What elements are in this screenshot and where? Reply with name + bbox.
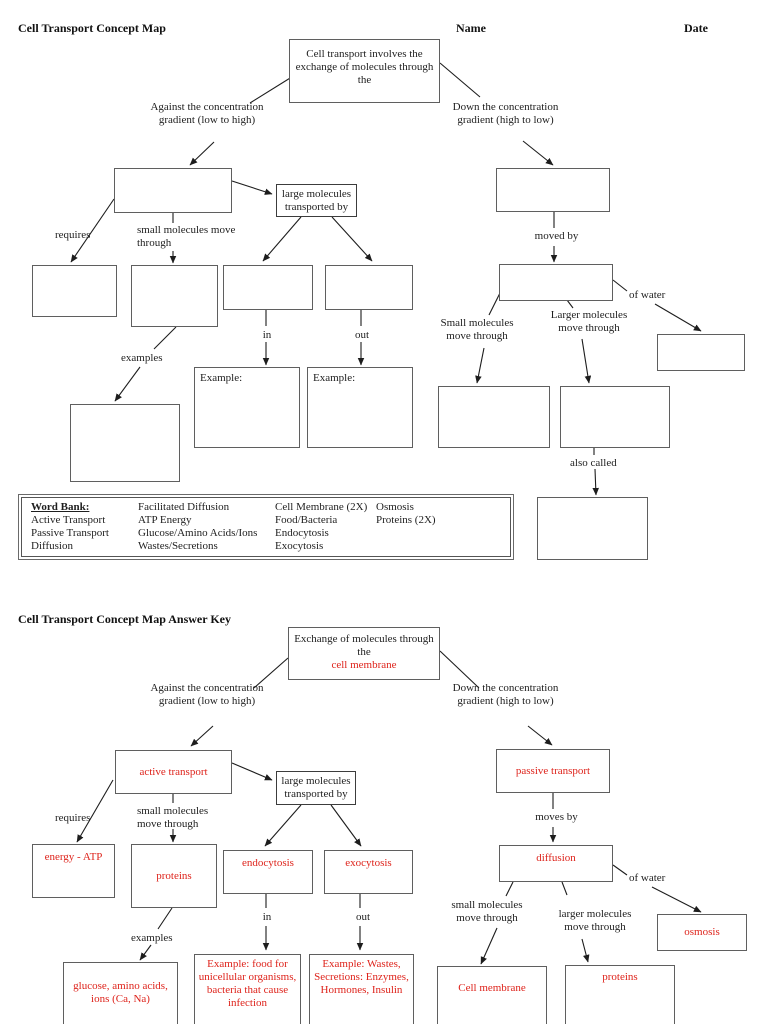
answer-key-title: Cell Transport Concept Map Answer Key <box>18 612 231 626</box>
map2-moves-by-label: moves by <box>535 811 578 823</box>
map1-large-molecules-label-box: large molecules transported by <box>276 184 357 217</box>
map1-blank-proteins-right <box>560 386 670 448</box>
map2-small-molecules-label: small molecules move through <box>137 805 209 830</box>
word-bank-item: Active Transport <box>31 514 106 526</box>
map2-exocytosis-box: exocytosis <box>324 850 413 894</box>
map1-small-molecules-right-label: Small molecules move through <box>440 317 514 342</box>
map2-glucose-box: glucose, amino acids, ions (Ca, Na) <box>63 962 178 1024</box>
map2-example-in-box: Example: food for unicellular organisms,… <box>194 954 301 1024</box>
word-bank: Word Bank: Active Transport Passive Tran… <box>18 494 514 560</box>
map1-blank-proteins <box>131 265 218 327</box>
word-bank-item: Diffusion <box>31 540 73 552</box>
map1-moved-by-label: moved by <box>534 230 579 242</box>
map2-large-molecules-label-box: large molecules transported by <box>276 771 356 805</box>
map2-osmosis-box: osmosis <box>657 914 747 951</box>
map2-examples-label: examples <box>131 932 173 944</box>
map1-blank-also-called <box>537 497 648 560</box>
word-bank-col4: Osmosis Proteins (2X) <box>376 501 436 556</box>
map1-down-label: Down the concentration gradient (high to… <box>452 101 559 126</box>
map1-example-in-box: Example: <box>194 367 300 448</box>
word-bank-item: Exocytosis <box>275 540 324 552</box>
map1-also-called-label: also called <box>570 457 617 469</box>
map2-diffusion-box: diffusion <box>499 845 613 882</box>
map1-in-label: in <box>262 329 272 341</box>
map1-larger-molecules-right-label: Larger molecules move through <box>550 309 628 334</box>
map2-example-out-box: Example: Wastes, Secretions: Enzymes, Ho… <box>309 954 414 1024</box>
map1-examples-label: examples <box>121 352 163 364</box>
map1-blank-cell-membrane <box>438 386 550 448</box>
map1-blank-exocytosis <box>325 265 413 310</box>
word-bank-item: Passive Transport <box>31 527 109 539</box>
word-bank-item: Cell Membrane (2X) <box>275 501 368 513</box>
map2-out-label: out <box>355 911 371 923</box>
map1-blank-osmosis <box>657 334 745 371</box>
map1-of-water-label: of water <box>629 289 666 301</box>
map1-against-label: Against the concentration gradient (low … <box>150 101 264 126</box>
word-bank-item: Food/Bacteria <box>275 514 338 526</box>
map1-requires-label: requires <box>55 229 91 241</box>
map2-energy-atp-box: energy - ATP <box>32 844 115 898</box>
word-bank-inner: Word Bank: Active Transport Passive Tran… <box>21 497 511 557</box>
word-bank-heading: Word Bank: <box>31 501 90 513</box>
map2-small-molecules-right-label: small molecules move through <box>451 899 523 924</box>
word-bank-item: Glucose/Amino Acids/Ions <box>138 527 258 539</box>
page-title: Cell Transport Concept Map <box>18 21 166 35</box>
word-bank-item: Facilitated Diffusion <box>138 501 230 513</box>
date-label: Date <box>684 21 708 35</box>
map1-blank-energy <box>32 265 117 317</box>
word-bank-col2: Facilitated Diffusion ATP Energy Glucose… <box>138 501 275 556</box>
map1-blank-examples <box>70 404 180 482</box>
map2-requires-label: requires <box>55 812 91 824</box>
map2-proteins-right-box: proteins <box>565 965 675 1024</box>
word-bank-col1: Word Bank: Active Transport Passive Tran… <box>31 501 138 556</box>
map1-example-out-box: Example: <box>307 367 413 448</box>
word-bank-item: Proteins (2X) <box>376 514 436 526</box>
map2-larger-molecules-right-label: larger molecules move through <box>558 908 632 933</box>
map2-of-water-label: of water <box>629 872 666 884</box>
word-bank-item: Wastes/Secretions <box>138 540 218 552</box>
map1-root-box: Cell transport involves the exchange of … <box>289 39 440 103</box>
map2-active-transport-box: active transport <box>115 750 232 794</box>
word-bank-item: Osmosis <box>376 501 414 513</box>
word-bank-item: Endocytosis <box>275 527 329 539</box>
word-bank-col3: Cell Membrane (2X) Food/Bacteria Endocyt… <box>275 501 376 556</box>
map1-small-molecules-label: small molecules move through <box>137 224 236 249</box>
map2-passive-transport-box: passive transport <box>496 749 610 793</box>
map2-root-red-text: cell membrane <box>331 659 397 671</box>
name-label: Name <box>456 21 486 35</box>
map1-blank-passive-transport <box>496 168 610 212</box>
map2-root-black-text: Exchange of molecules through the <box>294 633 434 658</box>
map1-blank-diffusion <box>499 264 613 301</box>
map2-endocytosis-box: endocytosis <box>223 850 313 894</box>
map2-proteins-box: proteins <box>131 844 217 908</box>
map1-out-label: out <box>354 329 370 341</box>
map2-cell-membrane-box: Cell membrane <box>437 966 547 1024</box>
map2-down-label: Down the concentration gradient (high to… <box>452 682 559 707</box>
map2-root-box: Exchange of molecules through the cell m… <box>288 627 440 680</box>
map1-blank-endocytosis <box>223 265 313 310</box>
word-bank-item: ATP Energy <box>138 514 192 526</box>
map2-against-label: Against the concentration gradient (low … <box>150 682 264 707</box>
map2-in-label: in <box>262 911 272 923</box>
map1-blank-active-transport <box>114 168 232 213</box>
